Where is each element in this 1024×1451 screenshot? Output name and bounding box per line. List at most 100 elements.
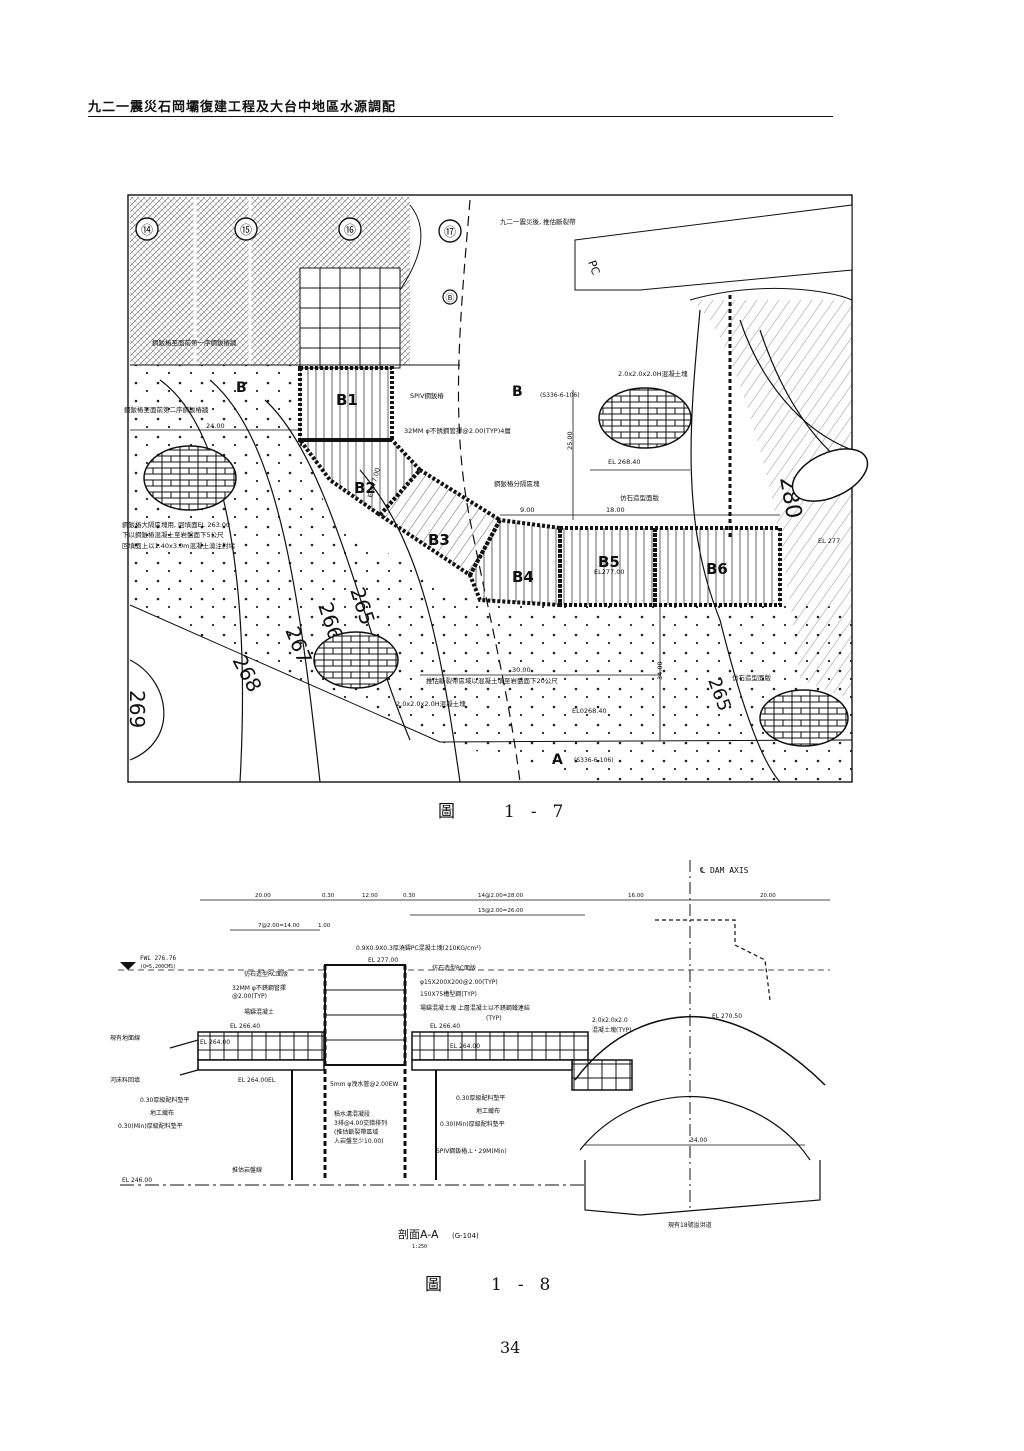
label-imitation-stone-1: 仿石造型面版: [620, 493, 660, 502]
block-b6: [653, 526, 782, 607]
water-level: FWL 276.76: [140, 955, 177, 962]
section-mark-b-left: B: [236, 380, 247, 396]
label-el-270-50: EL 270.50: [712, 1013, 742, 1020]
section-title: 剖面A-A: [398, 1227, 439, 1241]
label-dim-30: 30.00: [512, 666, 531, 674]
label-el-268-40b: EL0268.40: [572, 707, 607, 715]
grid-marker-17: ⑰: [444, 225, 456, 239]
label-existing-ground: 現有地面線: [110, 1034, 140, 1042]
dim-20-right: 20.00: [760, 893, 776, 899]
grid-marker-15: ⑮: [240, 223, 252, 237]
page-number: 34: [500, 1338, 521, 1357]
label-imitation-stone-2: 仿石造型面版: [732, 673, 772, 682]
label-drain-pipe-2: 3排@4.00交錯排列: [334, 1119, 387, 1127]
section-scale: 1:250: [412, 1244, 427, 1250]
label-dim-18: 18.00: [606, 506, 625, 514]
section-ref-b: (S336-6-106): [540, 392, 580, 399]
block-b1-label: B1: [336, 391, 358, 409]
label-drain-pipe-3: (推估斷裂帶區域: [334, 1128, 378, 1136]
figure-1-7-plan: ⑭ ⑮ ⑯ ⑰ Ⓑ PC 268 267 266 265 265 269 280: [122, 194, 869, 783]
label-el-246: EL 246.00: [122, 1177, 152, 1184]
label-block-2: 2.0x2.0x2.0: [592, 1017, 628, 1024]
block-b2-label: B2: [354, 479, 376, 497]
backfill-area: [130, 365, 852, 782]
label-el-266-40b: EL 266.40: [430, 1023, 460, 1030]
label-drain-pipe-4: 入岩盤至少10.00): [334, 1137, 384, 1145]
label-el-264-00: EL 264.00: [200, 1039, 230, 1046]
label-cast-concrete-right: 場鑄混凝土塊 上層混凝土以不銹鋼鐵連結: [420, 1004, 530, 1012]
header-rule: [88, 116, 833, 117]
dim-7at2: 7@2.00=14.00: [258, 923, 300, 929]
grid-marker-b: Ⓑ: [445, 293, 454, 304]
label-filter-min-right: 0.30(Min)厚級配料墊平: [440, 1120, 505, 1128]
block-b6-label: B6: [706, 560, 728, 578]
label-dim-24: 24.00: [206, 422, 225, 430]
dim-1: 1.00: [318, 923, 331, 929]
grid-marker-14: ⑭: [141, 223, 153, 237]
block-b2: [296, 438, 423, 518]
block-b5: [558, 526, 657, 607]
sheetpile-blocks: [296, 366, 782, 608]
label-cast-concrete: 場鑄混凝土: [244, 1008, 274, 1016]
label-note-left-3: 回填面上以1.40x3.0m混凝土澆注封堵: [122, 541, 235, 550]
label-block-2b: 混凝土塊(TYP): [592, 1026, 632, 1034]
label-spiv: SPIV鋼鈑樁: [410, 391, 444, 400]
water-level-sub: (Q=5,200CMS): [140, 964, 176, 970]
label-wall-2: 鋼鈑樁至面前第二序鋼鈑樁牆: [124, 405, 209, 414]
dim-14at2: 14@2.00=28.00: [478, 893, 524, 899]
block-b3-label: B3: [428, 531, 450, 549]
label-el-264-00b: EL 264.00: [450, 1043, 480, 1050]
label-quake-fault: 九二一震災後, 推估斷裂帶: [500, 217, 576, 226]
section-mark-b-mid: B: [512, 384, 523, 400]
top-dimensions: 20.00 0.30 12.00 0.30 14@2.00=28.00 16.0…: [255, 893, 776, 929]
block-group-bottom: [313, 631, 399, 689]
label-typ: (TYP): [486, 1015, 502, 1022]
label-fault-fill: 推估斷裂帶區域以混凝土填至岩盤面下20公尺: [426, 676, 558, 685]
label-drain: 5mm φ洩水管@2.00EW: [330, 1080, 399, 1088]
label-pc-block: 0.9X0.9X0.3厚澆鑄PC混凝土塊(210KG/cm²): [356, 944, 481, 952]
label-geotextile-right: 地工織布: [476, 1107, 500, 1115]
section-ref-a: (S336-6-106): [574, 757, 614, 764]
concrete-block-groups: [143, 387, 869, 747]
blocks-right: [411, 1031, 589, 1061]
label-dim-9: 9.00: [520, 506, 534, 514]
label-block-bottom: 2.0x2.0x2.0H混凝土塊: [396, 699, 466, 708]
label-wall-1: 鋼鈑樁至面前第一序鋼鈑樁牆: [152, 338, 237, 347]
contour-269: 269: [125, 690, 149, 728]
grid-markers: ⑭ ⑮ ⑯ ⑰ Ⓑ: [135, 217, 462, 305]
label-rebar-ring: φ15X200X200@2.00(TYP): [420, 979, 498, 986]
figure-1-8-caption: 圖 1-8: [425, 1275, 567, 1295]
block-b4-label: B4: [512, 568, 534, 586]
label-el-277-00b: EL277.00: [594, 568, 624, 576]
block-group-left: [143, 445, 237, 511]
label-stainless: 32MM φ不銹鋼管擇: [232, 984, 286, 992]
label-filter-right: 0.30厚級配料墊平: [456, 1094, 505, 1102]
spillway-profile: [574, 1015, 826, 1086]
label-rc-face-right: 仿石造型RC面版: [432, 964, 476, 972]
label-el-264-00c: EL 264.00EL: [238, 1077, 276, 1084]
figure-1-8-section: ℄ DAM AXIS 20.00 0.30 12.00 0.30 14@2.00…: [110, 860, 830, 1250]
dim-13at2: 13@2.00=26.00: [478, 908, 524, 914]
block-b5-label: B5: [598, 553, 620, 571]
block-b1: [298, 366, 394, 442]
dim-0-30-b: 0.30: [403, 893, 416, 899]
label-i-beam: 150X75槽型鋼(TYP): [420, 990, 477, 998]
section-mark-a: A: [552, 752, 563, 768]
label-el-277-section: EL 277.00: [368, 957, 398, 964]
grid-marker-16: ⑯: [344, 223, 356, 237]
page-header: 九二一震災石岡壩復建工程及大台中地區水源調配: [88, 100, 397, 115]
label-riverbed-fill: 河床料回填: [110, 1076, 140, 1084]
label-note-left-2: 下以鋼鈑樁混凝土至岩盤面下5公尺: [122, 530, 224, 539]
dim-20-left: 20.00: [255, 893, 271, 899]
label-dim-25: 25.00: [566, 431, 574, 450]
block-group-bottom-right: [759, 689, 849, 747]
section-ref: (G-104): [452, 1232, 479, 1240]
figure-1-7-caption: 圖 1-7: [438, 802, 580, 822]
label-stainless-2: @2.00(TYP): [232, 993, 267, 1000]
label-sheetpile-zone: 鋼鈑樁分隔區塊: [494, 479, 540, 488]
label-dim-34: 34.00: [656, 661, 664, 680]
label-filter-min-left: 0.30(Min)厚級配料墊平: [118, 1122, 183, 1130]
dim-16: 16.00: [628, 893, 644, 899]
dam-axis-label: ℄ DAM AXIS: [699, 866, 749, 875]
label-block-top: 2.0x2.0x2.0H混凝土塊: [618, 369, 688, 378]
